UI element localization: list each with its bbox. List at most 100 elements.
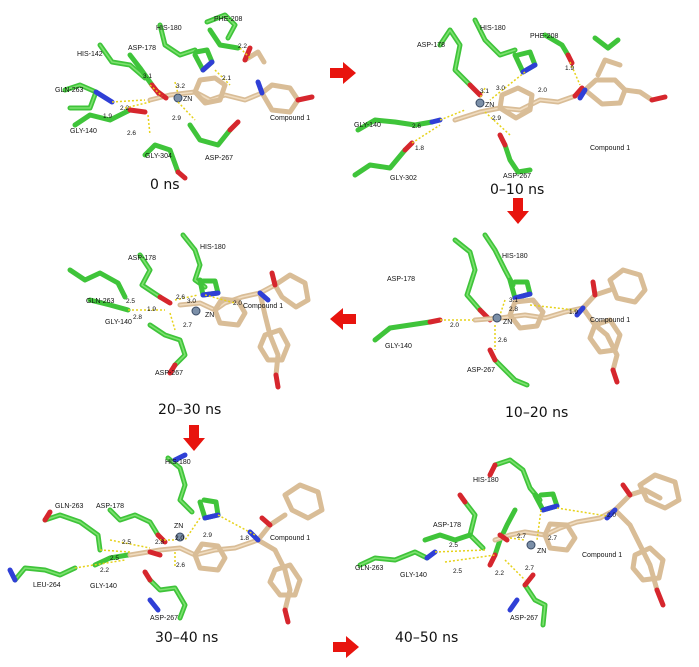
- distance-label: 1.9: [103, 113, 112, 120]
- distance-label: 2.2: [100, 567, 109, 574]
- residue-label: ASP-267: [150, 615, 178, 622]
- distance-label: 2.2: [238, 43, 247, 50]
- residue-label: GLN-263: [86, 298, 115, 305]
- distance-label: 1.9: [147, 306, 156, 313]
- distance-label: 2.9: [492, 115, 501, 122]
- distance-label: 2.5: [110, 555, 119, 562]
- distance-label: 2.5: [122, 539, 131, 546]
- ligand-label: Compound 1: [590, 317, 630, 324]
- zn-label: ZN: [503, 319, 512, 326]
- distance-label: 2.8: [509, 306, 518, 313]
- distance-label: 3.1: [509, 297, 518, 304]
- distance-label: 2.0: [607, 512, 616, 519]
- distance-label: 2.2: [120, 105, 129, 112]
- time-label: 40–50 ns: [395, 630, 459, 646]
- distance-label: 2.8: [155, 539, 164, 546]
- residue-label: ASP-267: [205, 155, 233, 162]
- panel-0-10ns: HIS-180 ASP-178 PHE-208 GLY-140 GLY-302 …: [340, 0, 699, 205]
- residue-label: GLN-263: [55, 87, 84, 94]
- ligand-label: Compound 1: [590, 145, 630, 152]
- arrow-right-icon: [330, 62, 356, 84]
- residue-label: ASP-178: [417, 42, 445, 49]
- distance-label: 2.9: [203, 532, 212, 539]
- distance-label: 2.9: [172, 115, 181, 122]
- distance-label: 2.6: [176, 562, 185, 569]
- residue-label: HIS-180: [200, 244, 226, 251]
- residue-label: ASP-267: [467, 367, 495, 374]
- distance-label: 1.9: [565, 65, 574, 72]
- ligand-label: Compound 1: [243, 303, 283, 310]
- residue-label: PHE-208: [530, 33, 559, 40]
- residue-label: HIS-180: [165, 459, 191, 466]
- residue-label: GLY-304: [145, 153, 172, 160]
- residue-label: HIS-142: [77, 51, 103, 58]
- residue-label: LEU-264: [33, 582, 61, 589]
- residue-label: ASP-267: [503, 173, 531, 180]
- residue-label: GLY-302: [390, 175, 417, 182]
- distance-label: 3.1: [143, 73, 152, 80]
- structure-30-40ns: HIS-180 ASP-178 GLN-263 LEU-264 GLY-140 …: [7, 452, 325, 625]
- residue-label: GLY-140: [385, 343, 412, 350]
- arrow-right-icon: [333, 636, 359, 658]
- residue-label: GLY-140: [354, 122, 381, 129]
- time-label: 0–10 ns: [490, 182, 545, 198]
- distance-label: 2.6: [127, 130, 136, 137]
- zn-label: ZN: [537, 548, 546, 555]
- panel-40-50ns: HIS-180 ASP-178 GLN-263 GLY-140 ASP-267 …: [345, 440, 699, 650]
- arrow-down-icon: [183, 425, 205, 451]
- time-label: 30–40 ns: [155, 630, 219, 646]
- structure-20-30ns: HIS-180 ASP-178 GLN-263 GLY-140 ASP-267 …: [67, 232, 311, 390]
- residue-label: GLN-263: [55, 503, 84, 510]
- time-label: 0 ns: [150, 177, 180, 193]
- distance-label: 2.6: [176, 294, 185, 301]
- residue-label: GLY-140: [105, 319, 132, 326]
- structure-0ns: HIS-180 PHE-208 HIS-142 ASP-178 GLN-263 …: [55, 12, 315, 181]
- panel-20-30ns: HIS-180 ASP-178 GLN-263 GLY-140 ASP-267 …: [0, 225, 330, 425]
- distance-label: 3.1: [480, 88, 489, 95]
- residue-label: ASP-267: [155, 370, 183, 377]
- residue-label: GLY-140: [400, 572, 427, 579]
- structure-0-10ns: HIS-180 ASP-178 PHE-208 GLY-140 GLY-302 …: [352, 17, 668, 182]
- zn-label: ZN: [485, 102, 494, 109]
- residue-label: HIS-180: [480, 25, 506, 32]
- distance-label: 2.0: [175, 535, 184, 542]
- distance-label: 2.0: [233, 300, 242, 307]
- panel-10-20ns: HIS-180 ASP-178 GLY-140 ASP-267 ZN Compo…: [355, 220, 699, 425]
- residue-label: HIS-180: [156, 25, 182, 32]
- ligand-label: Compound 1: [582, 552, 622, 559]
- residue-label: HIS-180: [502, 253, 528, 260]
- residue-label: ASP-178: [96, 503, 124, 510]
- distance-label: 2.8: [133, 314, 142, 321]
- distance-label: 2.0: [450, 322, 459, 329]
- arrow-down-icon: [507, 198, 529, 224]
- residue-label: GLY-140: [90, 583, 117, 590]
- arrow-left-icon: [330, 308, 356, 330]
- time-label: 10–20 ns: [505, 405, 569, 421]
- distance-label: 1.8: [415, 145, 424, 152]
- distance-label: 2.7: [517, 533, 526, 540]
- residue-label: ASP-178: [128, 255, 156, 262]
- residue-label: GLN-263: [355, 565, 384, 572]
- distance-label: 2.7: [525, 565, 534, 572]
- distance-label: 2.7: [548, 535, 557, 542]
- distance-label: 1.9: [569, 309, 578, 316]
- distance-label: 1.8: [240, 535, 249, 542]
- distance-label: 2.5: [453, 568, 462, 575]
- residue-label: ASP-178: [128, 45, 156, 52]
- zn-label: ZN: [205, 312, 214, 319]
- structure-40-50ns: HIS-180 ASP-178 GLN-263 GLY-140 ASP-267 …: [355, 457, 682, 628]
- zn-label: ZN: [174, 523, 183, 530]
- residue-label: ASP-178: [433, 522, 461, 529]
- residue-label: GLY-140: [70, 128, 97, 135]
- distance-label: 2.2: [495, 570, 504, 577]
- distance-label: 2.6: [498, 337, 507, 344]
- panel-30-40ns: HIS-180 ASP-178 GLN-263 LEU-264 GLY-140 …: [0, 440, 345, 650]
- distance-label: 3.0: [187, 298, 196, 305]
- distance-label: 2.7: [183, 322, 192, 329]
- residue-label: PHE-208: [214, 16, 243, 23]
- panel-0ns: HIS-180 PHE-208 HIS-142 ASP-178 GLN-263 …: [0, 0, 330, 200]
- distance-label: 3.2: [176, 83, 185, 90]
- residue-label: ASP-178: [387, 276, 415, 283]
- zn-label: ZN: [183, 96, 192, 103]
- structure-10-20ns: HIS-180 ASP-178 GLY-140 ASP-267 ZN Compo…: [372, 232, 648, 388]
